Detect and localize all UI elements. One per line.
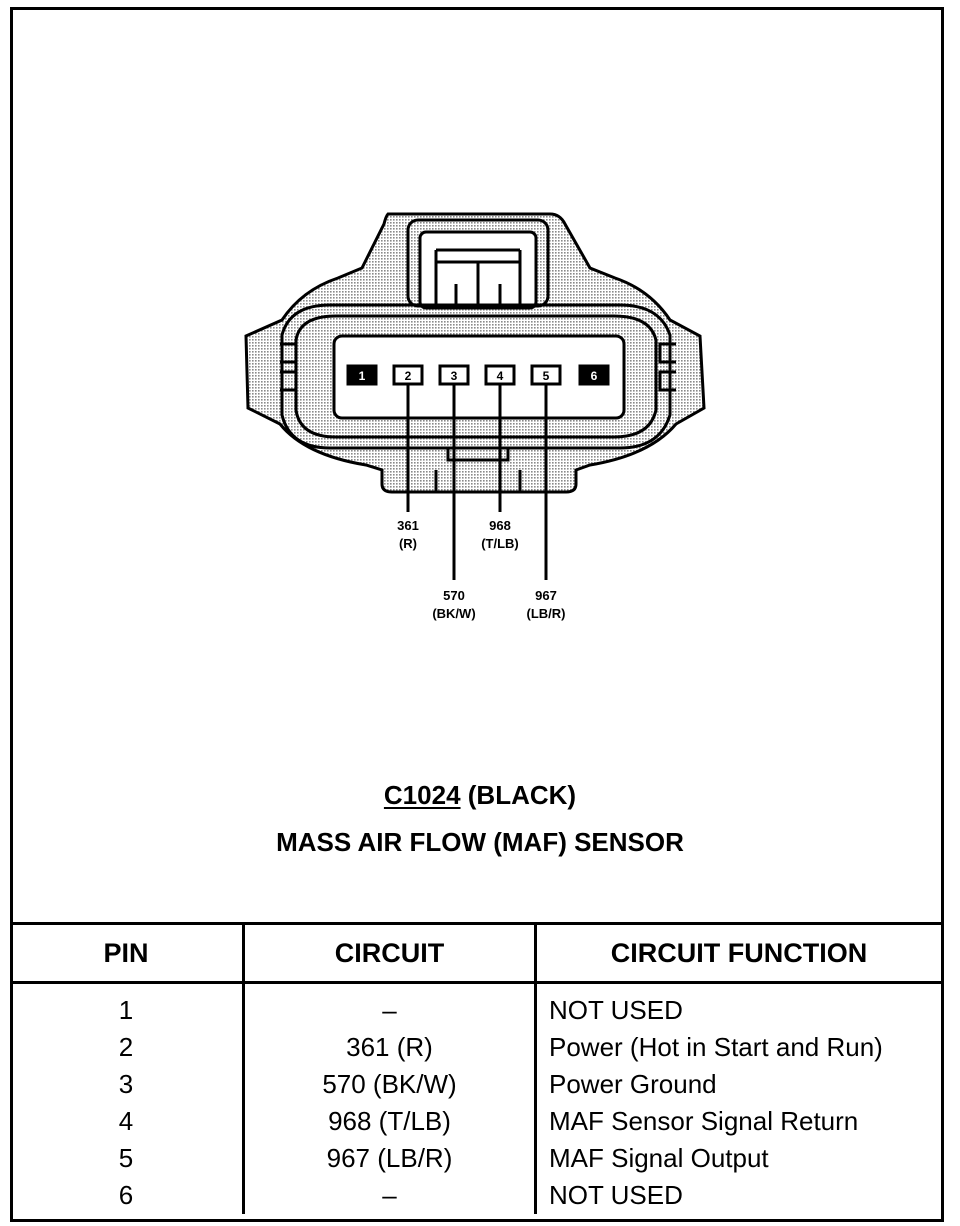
wire-361: 361 (R) — [397, 384, 419, 551]
wire-color-label: (BK/W) — [432, 606, 475, 621]
cell-circuit: 361 (R) — [242, 1029, 536, 1066]
wire-570: 570 (BK/W) — [432, 384, 476, 621]
cell-circuit: – — [242, 1177, 536, 1214]
cell-pin: 3 — [118, 1069, 134, 1099]
pin-number: 2 — [405, 369, 412, 383]
connector-title: C1024 (BLACK) — [0, 780, 960, 811]
pin-number: 6 — [591, 369, 598, 383]
connector-id: C1024 — [383, 780, 461, 810]
pin-2: 2 — [392, 364, 424, 386]
table-header-row: PIN CIRCUIT CIRCUIT FUNCTION — [10, 922, 941, 984]
pin-number: 1 — [359, 369, 366, 383]
wire-circuit-label: 967 — [535, 588, 557, 603]
table-row: 2 361 (R) Power (Hot in Start and Run) — [10, 1029, 941, 1066]
table-row: 1 – NOT USED — [10, 982, 941, 1029]
left-lock — [280, 342, 298, 392]
table-row: 6 – NOT USED — [10, 1177, 941, 1214]
wire-circuit-label: 968 — [489, 518, 511, 533]
cell-function: Power (Hot in Start and Run) — [534, 1029, 941, 1066]
wire-968: 968 (T/LB) — [481, 384, 519, 551]
connector-diagram: 1 2 3 4 5 6 361 (R) 570 (BK/W) 968 (T/LB) 967 (LB/R) — [244, 212, 706, 621]
wire-color-label: (T/LB) — [481, 536, 519, 551]
wire-circuit-label: 361 — [397, 518, 419, 533]
cell-circuit: 570 (BK/W) — [242, 1066, 536, 1103]
wire-circuit-label: 570 — [443, 588, 465, 603]
seal-inner — [294, 314, 658, 439]
pin-number: 5 — [543, 369, 550, 383]
table-row: 4 968 (T/LB) MAF Sensor Signal Return — [10, 1103, 941, 1140]
header-circuit-function: CIRCUIT FUNCTION — [534, 922, 941, 984]
header-pin: PIN — [10, 922, 244, 984]
table-row: 5 967 (LB/R) MAF Signal Output — [10, 1140, 941, 1177]
pin-4: 4 — [484, 364, 516, 386]
right-lock — [658, 342, 676, 392]
cell-function: NOT USED — [534, 1177, 941, 1214]
pin-3: 3 — [438, 364, 470, 386]
cell-function: NOT USED — [534, 982, 941, 1029]
cell-circuit: 968 (T/LB) — [242, 1103, 536, 1140]
pin-6: 6 — [578, 364, 610, 386]
seal-outer — [280, 303, 672, 450]
header-circuit: CIRCUIT — [242, 922, 536, 984]
pin-5: 5 — [530, 364, 562, 386]
cell-pin: 6 — [118, 1180, 134, 1210]
cell-pin: 1 — [118, 995, 134, 1025]
pin-number: 3 — [451, 369, 458, 383]
wire-color-label: (LB/R) — [527, 606, 566, 621]
pin-table: PIN CIRCUIT CIRCUIT FUNCTION 1 – NOT USE… — [10, 922, 941, 1214]
cell-circuit: – — [242, 982, 536, 1029]
keyway — [446, 448, 510, 462]
connector-color: (BLACK) — [467, 780, 577, 810]
cell-function: Power Ground — [534, 1066, 941, 1103]
cell-pin: 5 — [118, 1143, 134, 1173]
table-row: 3 570 (BK/W) Power Ground — [10, 1066, 941, 1103]
cell-circuit: 967 (LB/R) — [242, 1140, 536, 1177]
cell-pin: 2 — [118, 1032, 134, 1062]
cell-pin: 4 — [118, 1106, 134, 1136]
pin-number: 4 — [497, 369, 504, 383]
cell-function: MAF Sensor Signal Return — [534, 1103, 941, 1140]
diagram-frame — [10, 7, 944, 1222]
pin-1: 1 — [346, 364, 378, 386]
wire-color-label: (R) — [399, 536, 417, 551]
cell-function: MAF Signal Output — [534, 1140, 941, 1177]
sensor-name: MASS AIR FLOW (MAF) SENSOR — [276, 827, 684, 857]
wire-967: 967 (LB/R) — [527, 384, 566, 621]
